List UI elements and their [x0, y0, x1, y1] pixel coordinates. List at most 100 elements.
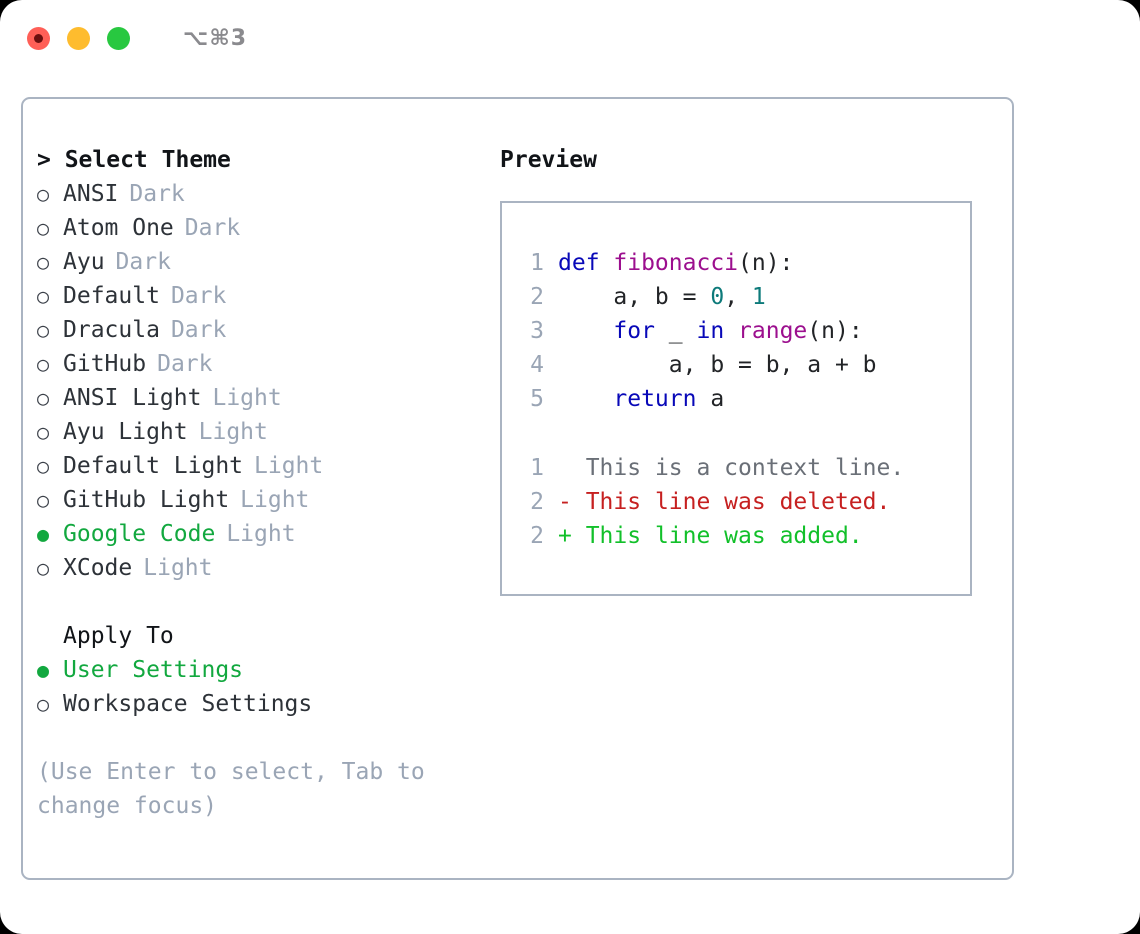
theme-option-variant-tag: Light — [212, 385, 282, 411]
code-line: 4 a, b = b, a + b — [516, 348, 877, 382]
code-token-pl: , — [724, 284, 752, 310]
code-token-pl: (n): — [738, 250, 794, 276]
code-line-number: 1 — [530, 250, 544, 276]
diff-text: This line was deleted. — [585, 489, 891, 515]
theme-option-label: Atom One — [63, 215, 174, 241]
apply-to-heading: Apply To — [63, 623, 174, 649]
radio-unselected-icon: ○ — [37, 216, 50, 240]
radio-selected-icon: ● — [37, 658, 50, 682]
code-line-text: a, b = b, a + b — [558, 348, 877, 382]
code-line-text: a, b = 0, 1 — [558, 280, 766, 314]
theme-option-label: Google Code — [63, 521, 216, 547]
code-token-fn: range — [738, 318, 808, 344]
diff-line-text-ctx: This is a context line. — [558, 451, 905, 485]
radio-unselected-icon: ○ — [37, 250, 50, 274]
diff-line-number: 2 — [530, 489, 544, 515]
diff-text: This line was added. — [585, 523, 863, 549]
code-token-pl: (n): — [807, 318, 863, 344]
code-line: 1 def fibonacci(n): — [516, 246, 877, 280]
minimize-button[interactable] — [67, 26, 90, 50]
radio-unselected-icon: ○ — [37, 284, 50, 308]
diff-line-number: 2 — [530, 523, 544, 549]
radio-unselected-icon: ○ — [37, 386, 50, 410]
diff-text: This is a context line. — [585, 455, 905, 481]
close-button[interactable] — [27, 26, 50, 50]
diff-sign: + — [558, 523, 586, 549]
diff-line: 2 + This line was added. — [516, 519, 904, 553]
preview-heading: Preview — [500, 147, 597, 173]
theme-option-label: Ayu Light — [63, 419, 188, 445]
diff-sign: - — [558, 489, 586, 515]
code-token-pl: a — [696, 386, 725, 412]
diff-line: 1 This is a context line. — [516, 451, 904, 485]
theme-option-variant-tag: Light — [143, 555, 213, 581]
code-line: 5 return a — [516, 382, 877, 416]
theme-option-variant-tag: Light — [240, 487, 310, 513]
theme-option-label: XCode — [63, 555, 133, 581]
theme-option-variant-tag: Dark — [115, 249, 171, 275]
theme-option-label: Default — [63, 283, 160, 309]
theme-option-variant-tag: Light — [226, 521, 296, 547]
theme-option-google-code[interactable]: ● Google Code Light — [37, 517, 497, 551]
theme-option-dracula[interactable]: ○ Dracula Dark — [37, 313, 497, 347]
code-line-number: 2 — [530, 284, 544, 310]
theme-option-label: Dracula — [63, 317, 160, 343]
code-line-text: return a — [558, 382, 724, 416]
radio-selected-icon: ● — [37, 522, 50, 546]
theme-option-xcode[interactable]: ○ XCode Light — [37, 551, 497, 585]
code-token-pl — [724, 318, 738, 344]
theme-option-default-light[interactable]: ○ Default Light Light — [37, 449, 497, 483]
theme-option-label: Default Light — [63, 453, 244, 479]
code-token-kw: return — [613, 386, 697, 412]
radio-unselected-icon: ○ — [37, 318, 50, 342]
diff-sample: 1 This is a context line.2- This line wa… — [516, 451, 904, 553]
code-token-pl — [558, 318, 613, 344]
code-line-text: def fibonacci(n): — [558, 246, 793, 280]
keyboard-shortcut-label: ⌥⌘3 — [183, 25, 248, 51]
diff-line: 2- This line was deleted. — [516, 485, 904, 519]
apply-to-option-user-settings[interactable]: ● User Settings — [37, 653, 497, 687]
theme-option-label: Ayu — [63, 249, 105, 275]
window-controls — [27, 26, 130, 50]
title-bar: ⌥⌘3 — [0, 0, 1140, 76]
code-token-num: 1 — [751, 284, 766, 310]
code-line-number: 5 — [530, 386, 544, 412]
code-token-kw: in — [696, 318, 725, 344]
code-token-pl: a, b = b, a + b — [558, 352, 877, 378]
theme-option-default[interactable]: ○ Default Dark — [37, 279, 497, 313]
radio-unselected-icon: ○ — [37, 556, 50, 580]
theme-option-atom-one[interactable]: ○ Atom One Dark — [37, 211, 497, 245]
apply-to-option-workspace-settings[interactable]: ○Workspace Settings — [37, 687, 497, 721]
code-line: 3 for _ in range(n): — [516, 314, 877, 348]
radio-unselected-icon: ○ — [37, 454, 50, 478]
theme-option-variant-tag: Light — [254, 453, 324, 479]
radio-unselected-icon: ○ — [37, 692, 50, 716]
list-spacer — [37, 585, 497, 619]
theme-option-variant-tag: Dark — [170, 283, 227, 309]
maximize-button[interactable] — [107, 26, 130, 50]
theme-option-ayu[interactable]: ○ Ayu Dark — [37, 245, 497, 279]
theme-option-label: GitHub Light — [63, 487, 230, 513]
theme-option-label: ANSI — [63, 181, 119, 207]
apply-to-option-label: User Settings — [63, 657, 244, 683]
code-line-number: 3 — [530, 318, 544, 344]
apply-to-list: ● User Settings ○Workspace Settings — [37, 653, 497, 721]
diff-line-text-add: + This line was added. — [558, 519, 863, 553]
diff-line-text-del: - This line was deleted. — [558, 485, 890, 519]
theme-option-variant-tag: Dark — [170, 317, 227, 343]
code-token-fn: fibonacci — [613, 250, 739, 276]
radio-unselected-icon: ○ — [37, 182, 50, 206]
code-token-kw: def — [558, 250, 614, 276]
theme-option-variant-tag: Dark — [184, 215, 241, 241]
